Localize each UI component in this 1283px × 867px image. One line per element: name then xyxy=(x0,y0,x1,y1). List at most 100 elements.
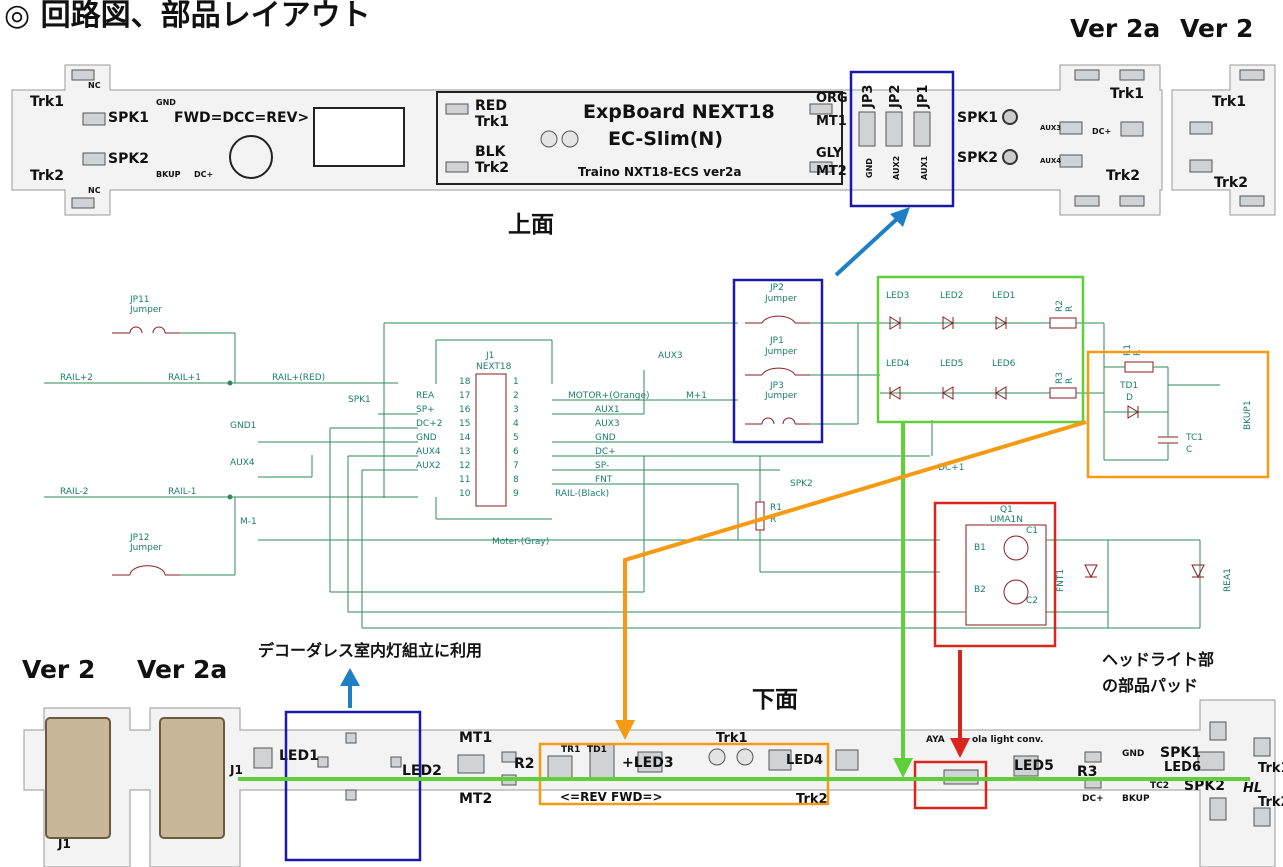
sch-c2: C2 xyxy=(1026,596,1038,606)
bottom-bkup: BKUP xyxy=(1122,794,1150,804)
sch-pin-spm: SP- xyxy=(595,461,609,471)
sch-rail-m2: RAIL-2 xyxy=(60,487,89,497)
top-gly-label: GLY xyxy=(816,146,843,161)
sch-r1: R1 xyxy=(1123,344,1133,356)
sch-jp1: JP1 xyxy=(769,336,784,346)
bottom-led6: LED6 xyxy=(1164,760,1201,775)
blue-arrow-up xyxy=(834,216,900,277)
sch-pin-aux2: AUX2 xyxy=(416,461,441,471)
sch-spk2-label: SPK2 xyxy=(790,479,813,489)
sch-led5: LED5 xyxy=(940,359,963,369)
headlight-note-line2: の部品パッド xyxy=(1102,676,1199,695)
bottom-trk1-r: Trk1 xyxy=(1258,761,1283,776)
sch-rail-p1: RAIL+1 xyxy=(168,373,201,383)
bottom-led4: LED4 xyxy=(786,753,823,768)
bottom-spk1: SPK1 xyxy=(1160,745,1201,761)
top-nc-a: NC xyxy=(88,81,101,90)
top-face-label: 上面 xyxy=(508,212,554,238)
sch-jp3-type: Jumper xyxy=(764,391,797,401)
top-blk-label: BLK xyxy=(475,144,507,160)
sch-rea1: REA1 xyxy=(1223,568,1233,592)
top-trk1-ver2: Trk1 xyxy=(1212,94,1246,110)
bottom-board: J1 J1 LED1 LED2 MT1 MT2 R2 TR1 TD1 +LED3… xyxy=(23,699,1283,867)
top-dc-plus-right: DC+ xyxy=(1092,127,1111,136)
sch-jp2: JP2 xyxy=(769,283,784,293)
bottom-r2: R2 xyxy=(514,756,535,772)
sch-lnum-16: 16 xyxy=(459,405,471,415)
top-trk1-right: Trk1 xyxy=(1110,86,1144,102)
ver2a-bottom-label: Ver 2a xyxy=(137,655,228,684)
top-jp3: JP3 xyxy=(861,85,876,109)
sch-r-mid: R xyxy=(770,515,776,525)
sch-gnd1: GND1 xyxy=(230,421,256,431)
sch-jp2-type: Jumper xyxy=(764,294,797,304)
top-spk1: SPK1 xyxy=(108,110,149,126)
top-aux3-label: AUX3 xyxy=(1040,124,1061,132)
sch-rail-p2: RAIL+2 xyxy=(60,373,93,383)
sch-rnum-1: 1 xyxy=(513,377,519,387)
bottom-rev-fwd: <=REV FWD=> xyxy=(560,790,663,804)
bottom-r3: R3 xyxy=(1077,764,1098,780)
sch-aux3-label: AUX3 xyxy=(658,351,683,361)
top-trk2-right: Trk2 xyxy=(1106,168,1140,184)
sch-lnum-15: 15 xyxy=(459,419,470,429)
orange-arrow-down xyxy=(623,420,1087,722)
sch-pin-aux3: AUX3 xyxy=(595,419,620,429)
bottom-spk2: SPK2 xyxy=(1184,778,1225,794)
bottom-mt1: MT1 xyxy=(459,730,492,746)
sch-jp12: JP12 xyxy=(129,533,150,543)
top-gnd-small: GND xyxy=(156,98,176,107)
sch-uma1n: UMA1N xyxy=(990,515,1023,525)
sch-lnum-18: 18 xyxy=(459,377,471,387)
headlight-note-line1: ヘッドライト部 xyxy=(1102,650,1215,669)
sch-next18: NEXT18 xyxy=(476,362,512,372)
bottom-td1: TD1 xyxy=(587,745,607,755)
sch-rnum-4: 4 xyxy=(513,419,519,429)
top-mt1-label: MT1 xyxy=(816,114,847,129)
sch-lnum-12: 12 xyxy=(459,461,470,471)
led-highlight-schematic xyxy=(876,275,1085,424)
sch-led6: LED6 xyxy=(992,359,1016,369)
sch-pin-fnt: FNT xyxy=(595,475,613,485)
sch-aux4: AUX4 xyxy=(230,458,255,468)
sch-led2: LED2 xyxy=(940,291,963,301)
sch-pin-gnd-r: GND xyxy=(595,433,616,443)
sch-led3: LED3 xyxy=(886,291,909,301)
sch-motor-gray: Moter-(Gray) xyxy=(492,537,549,547)
bottom-j1-b: J1 xyxy=(229,763,243,777)
sch-r2: R2 xyxy=(1055,300,1065,312)
sch-lnum-10: 10 xyxy=(459,489,471,499)
top-mt2-label: MT2 xyxy=(816,164,847,179)
sch-rnum-6: 6 xyxy=(513,447,519,457)
bottom-dcp: DC+ xyxy=(1082,794,1104,804)
backup-highlight-bottom xyxy=(538,742,830,806)
ver2a-top-label: Ver 2a xyxy=(1070,14,1161,43)
top-jp2: JP2 xyxy=(888,85,903,109)
sch-pin-aux1: AUX1 xyxy=(595,405,620,415)
sch-pin-motor: MOTOR+(Orange) xyxy=(568,391,650,401)
sch-fnt1: FNT1 xyxy=(1056,569,1066,592)
sch-b2: B2 xyxy=(974,585,986,595)
sch-rnum-3: 3 xyxy=(513,405,519,415)
sch-q1: Q1 xyxy=(1000,505,1013,515)
sch-rnum-5: 5 xyxy=(513,433,519,443)
top-trk1-left: Trk1 xyxy=(30,94,64,110)
sch-bkup1: BKUP1 xyxy=(1243,400,1253,430)
sch-jp1-type: Jumper xyxy=(764,347,797,357)
top-jp-aux2: AUX2 xyxy=(892,156,901,180)
bottom-aya: AYA xyxy=(926,735,945,745)
top-red-label: RED xyxy=(475,98,507,114)
sch-j1: J1 xyxy=(485,351,494,361)
sch-led4: LED4 xyxy=(886,359,910,369)
schematic: JP11 Jumper JP12 Jumper RAIL+2 RAIL+1 RA… xyxy=(44,283,1253,629)
sch-d: D xyxy=(1126,393,1133,403)
bottom-tc2: TC2 xyxy=(1150,781,1169,791)
sch-lnum-13: 13 xyxy=(459,447,470,457)
bottom-gnd: GND xyxy=(1122,749,1144,759)
sch-tc1: TC1 xyxy=(1185,433,1203,443)
ver2-top-label: Ver 2 xyxy=(1180,14,1254,43)
sch-dcp1: DC+1 xyxy=(938,463,964,473)
jumper-highlight-schematic xyxy=(732,278,824,444)
sch-rnum-2: 2 xyxy=(513,391,519,401)
